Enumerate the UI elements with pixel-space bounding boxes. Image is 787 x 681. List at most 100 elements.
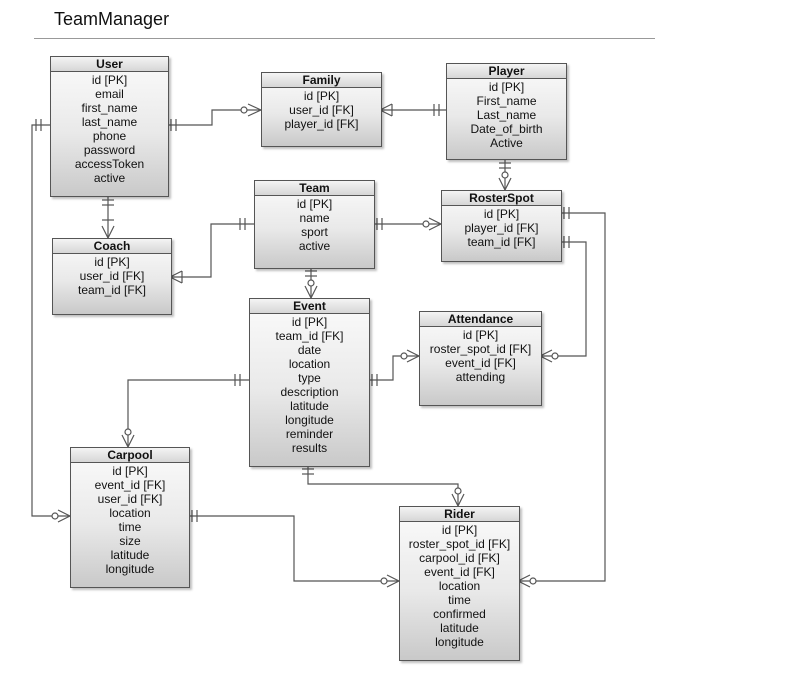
entity-coach[interactable]: Coach id [PK] user_id [FK] team_id [FK] <box>52 238 172 315</box>
field: roster_spot_id [FK] <box>429 342 532 356</box>
entity-event-fields: id [PK] team_id [FK] date location type … <box>250 314 369 455</box>
link-team-rosterspot <box>373 217 442 231</box>
field: description <box>280 385 339 399</box>
field: time <box>118 520 142 534</box>
field: id [PK] <box>488 80 525 94</box>
field: latitude <box>440 621 479 635</box>
entity-family-fields: id [PK] user_id [FK] player_id [FK] <box>262 88 381 131</box>
entity-coach-fields: id [PK] user_id [FK] team_id [FK] <box>53 254 171 297</box>
field: attending <box>455 370 506 384</box>
field: location <box>288 357 331 371</box>
field: confirmed <box>433 607 486 621</box>
entity-rider-fields: id [PK] roster_spot_id [FK] carpool_id [… <box>400 522 519 649</box>
field: latitude <box>110 548 150 562</box>
field: sport <box>301 225 328 239</box>
field: team_id [FK] <box>467 235 536 249</box>
field: event_id [FK] <box>445 356 516 370</box>
entity-attendance-fields: id [PK] roster_spot_id [FK] event_id [FK… <box>420 327 541 384</box>
field: last_name <box>81 115 138 129</box>
entity-player[interactable]: Player id [PK] First_name Last_name Date… <box>446 63 567 160</box>
field: event_id [FK] <box>94 478 166 492</box>
field: id [PK] <box>94 255 130 269</box>
field: latitude <box>290 399 329 413</box>
entity-carpool[interactable]: Carpool id [PK] event_id [FK] user_id [F… <box>70 447 190 588</box>
entity-team-title: Team <box>255 181 374 196</box>
field: id [PK] <box>291 315 328 329</box>
field: active <box>298 239 331 253</box>
field: id [PK] <box>483 207 520 221</box>
link-event-attendance <box>368 349 420 386</box>
field: id [PK] <box>441 523 478 537</box>
field: id [PK] <box>462 328 499 342</box>
entity-carpool-fields: id [PK] event_id [FK] user_id [FK] locat… <box>71 463 189 576</box>
field: id [PK] <box>112 464 148 478</box>
field: time <box>448 593 471 607</box>
field: id [PK] <box>303 89 340 103</box>
field: date <box>297 343 322 357</box>
entity-coach-title: Coach <box>53 239 171 254</box>
entity-team[interactable]: Team id [PK] name sport active <box>254 180 375 269</box>
entity-event-title: Event <box>250 299 369 314</box>
link-event-rider <box>302 465 465 507</box>
field: Date_of_birth <box>470 122 543 136</box>
field: user_id [FK] <box>79 269 145 283</box>
entity-player-title: Player <box>447 64 566 79</box>
field: type <box>298 371 321 385</box>
field: roster_spot_id [FK] <box>408 537 511 551</box>
field: team_id [FK] <box>77 283 147 297</box>
field: password <box>83 143 136 157</box>
link-rosterspot-rider <box>517 207 606 588</box>
field: reminder <box>285 427 334 441</box>
field: id [PK] <box>296 197 333 211</box>
field: player_id [FK] <box>284 117 359 131</box>
entity-team-fields: id [PK] name sport active <box>255 196 374 253</box>
field: carpool_id [FK] <box>419 551 500 565</box>
link-user-carpool <box>31 119 71 523</box>
field: location <box>438 579 481 593</box>
field: user_id [FK] <box>97 492 163 506</box>
entity-rosterspot-fields: id [PK] player_id [FK] team_id [FK] <box>442 206 561 249</box>
field: user_id [FK] <box>289 103 354 117</box>
field: First_name <box>476 94 537 108</box>
entity-family[interactable]: Family id [PK] user_id [FK] player_id [F… <box>261 72 382 147</box>
entity-family-title: Family <box>262 73 381 88</box>
field: email <box>95 87 124 101</box>
link-coach-team <box>169 218 254 284</box>
entity-event[interactable]: Event id [PK] team_id [FK] date location… <box>249 298 370 467</box>
link-player-rosterspot <box>498 158 512 191</box>
entity-carpool-title: Carpool <box>71 448 189 463</box>
field: active <box>93 171 126 185</box>
field: first_name <box>81 101 138 115</box>
field: longitude <box>435 635 484 649</box>
field: event_id [FK] <box>424 565 495 579</box>
entity-rosterspot-title: RosterSpot <box>442 191 561 206</box>
link-carpool-rider <box>188 510 400 588</box>
entity-rosterspot[interactable]: RosterSpot id [PK] player_id [FK] team_i… <box>441 190 562 262</box>
entity-user-fields: id [PK] email first_name last_name phone… <box>51 72 168 185</box>
link-user-coach <box>101 196 115 239</box>
field: location <box>109 506 151 520</box>
link-team-event <box>304 267 318 299</box>
entity-rider-title: Rider <box>400 507 519 522</box>
link-user-family <box>167 103 262 131</box>
field: Last_name <box>476 108 537 122</box>
field: phone <box>92 129 127 143</box>
entity-attendance[interactable]: Attendance id [PK] roster_spot_id [FK] e… <box>419 311 542 406</box>
link-rosterspot-attendance <box>539 236 587 363</box>
diagram-title: TeamManager <box>54 9 170 29</box>
entity-rider[interactable]: Rider id [PK] roster_spot_id [FK] carpoo… <box>399 506 520 661</box>
field: player_id [FK] <box>464 221 539 235</box>
entity-user-title: User <box>51 57 168 72</box>
field: id [PK] <box>91 73 128 87</box>
field: results <box>291 441 328 455</box>
link-event-carpool <box>121 374 249 448</box>
entity-user[interactable]: User id [PK] email first_name last_name … <box>50 56 169 197</box>
field: accessToken <box>74 157 145 171</box>
field: longitude <box>105 562 155 576</box>
field: longitude <box>285 413 334 427</box>
entity-attendance-title: Attendance <box>420 312 541 327</box>
link-family-player <box>379 103 446 117</box>
field: team_id [FK] <box>275 329 344 343</box>
title-divider <box>34 38 655 39</box>
